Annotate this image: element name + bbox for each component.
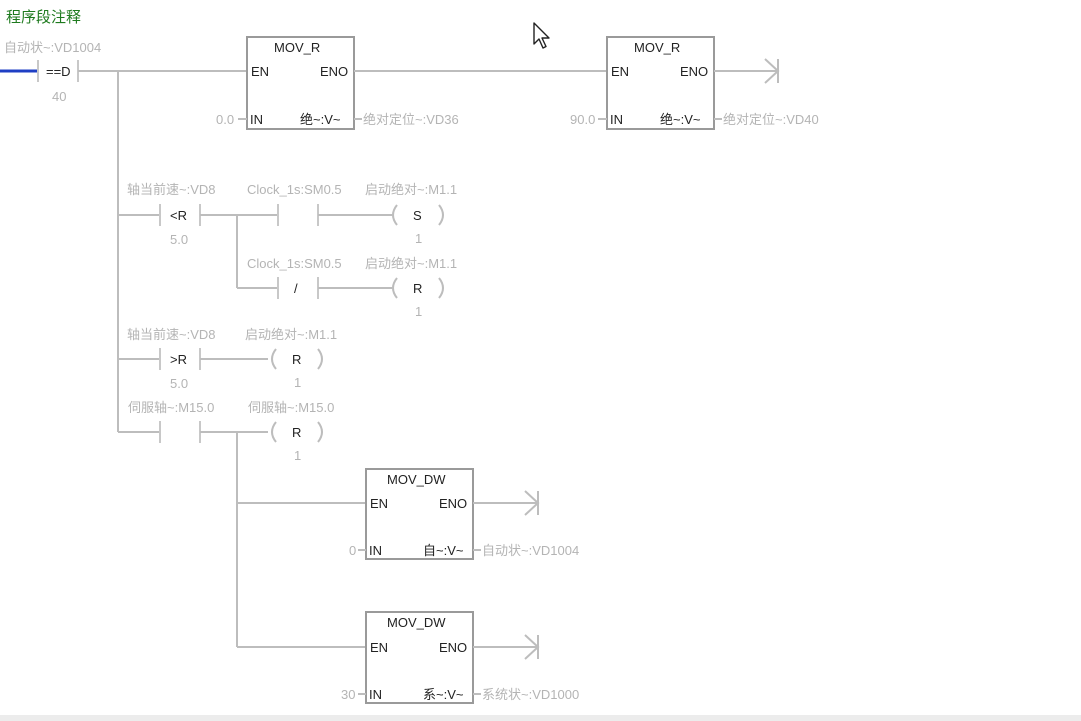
compare-value: 40 xyxy=(52,89,66,104)
out-operand: 自动状~:VD1004 xyxy=(482,543,579,558)
reset-coil[interactable]: R xyxy=(392,277,444,299)
coil-type: R xyxy=(292,352,301,367)
clock-no-contact[interactable] xyxy=(277,204,319,226)
coil-type: R xyxy=(292,425,301,440)
reset-coil[interactable]: R xyxy=(271,421,323,443)
eno-label: ENO xyxy=(680,64,708,79)
contact-operand: 伺服轴~:M15.0 xyxy=(248,400,334,415)
in-label: IN xyxy=(610,112,623,127)
compare-operand: 轴当前速~:VD8 xyxy=(127,182,216,197)
mov-r-box-1[interactable]: MOV_R EN ENO IN 绝~:V~ xyxy=(246,36,355,130)
out-label: 自~:V~ xyxy=(423,543,464,558)
output-arrow-icon xyxy=(524,634,540,660)
box-title: MOV_R xyxy=(274,40,320,55)
out-operand: 绝对定位~:VD36 xyxy=(363,112,459,127)
mouse-cursor-icon xyxy=(533,22,550,49)
clock-contact-operand: Clock_1s:SM0.5 xyxy=(247,256,342,271)
nc-symbol: / xyxy=(294,281,298,296)
reset-coil[interactable]: R xyxy=(271,348,323,370)
coil-operand: 启动绝对~:M1.1 xyxy=(245,327,337,342)
box-title: MOV_DW xyxy=(387,615,446,630)
compare-op: >R xyxy=(170,352,187,367)
coil-type: R xyxy=(413,281,422,296)
en-label: EN xyxy=(251,64,269,79)
compare-contact-gt[interactable]: >R xyxy=(159,348,201,370)
out-operand: 绝对定位~:VD40 xyxy=(723,112,819,127)
set-coil[interactable]: S xyxy=(392,204,444,226)
in-value: 30 xyxy=(341,687,355,702)
in-value: 0 xyxy=(349,543,356,558)
compare-contact-eqd[interactable]: ==D xyxy=(37,60,79,82)
in-value: 0.0 xyxy=(216,112,234,127)
compare-contact-lt[interactable]: <R xyxy=(159,204,201,226)
box-title: MOV_R xyxy=(634,40,680,55)
contact-operand: 自动状~:VD1004 xyxy=(4,40,101,55)
compare-value: 5.0 xyxy=(170,376,188,391)
en-label: EN xyxy=(611,64,629,79)
compare-operand: 轴当前速~:VD8 xyxy=(127,327,216,342)
clock-nc-contact[interactable]: / xyxy=(277,277,319,299)
coil-count: 1 xyxy=(415,231,422,246)
output-arrow-icon xyxy=(524,490,540,516)
eno-label: ENO xyxy=(320,64,348,79)
compare-value: 5.0 xyxy=(170,232,188,247)
coil-count: 1 xyxy=(294,375,301,390)
bottom-scroll-strip xyxy=(0,715,1081,721)
coil-operand: 启动绝对~:M1.1 xyxy=(365,182,457,197)
clock-contact-operand: Clock_1s:SM0.5 xyxy=(247,182,342,197)
mov-dw-box-2[interactable]: MOV_DW EN ENO IN 系~:V~ xyxy=(365,611,474,704)
out-label: 绝~:V~ xyxy=(300,112,341,127)
coil-count: 1 xyxy=(415,304,422,319)
output-arrow-icon xyxy=(764,58,780,84)
box-title: MOV_DW xyxy=(387,472,446,487)
compare-op: <R xyxy=(170,208,187,223)
compare-op: ==D xyxy=(46,64,71,79)
coil-count: 1 xyxy=(294,448,301,463)
eno-label: ENO xyxy=(439,496,467,511)
eno-label: ENO xyxy=(439,640,467,655)
en-label: EN xyxy=(370,496,388,511)
network-comment[interactable]: 程序段注释 xyxy=(6,9,82,26)
mov-dw-box-1[interactable]: MOV_DW EN ENO IN 自~:V~ xyxy=(365,468,474,560)
in-label: IN xyxy=(369,543,382,558)
servo-contact-a[interactable] xyxy=(159,421,201,443)
out-label: 绝~:V~ xyxy=(660,112,701,127)
out-label: 系~:V~ xyxy=(423,687,464,702)
in-label: IN xyxy=(250,112,263,127)
mov-r-box-2[interactable]: MOV_R EN ENO IN 绝~:V~ xyxy=(606,36,715,130)
en-label: EN xyxy=(370,640,388,655)
out-operand: 系统状~:VD1000 xyxy=(482,687,579,702)
in-label: IN xyxy=(369,687,382,702)
coil-type: S xyxy=(413,208,422,223)
in-value: 90.0 xyxy=(570,112,595,127)
contact-operand: 伺服轴~:M15.0 xyxy=(128,400,214,415)
coil-operand: 启动绝对~:M1.1 xyxy=(365,256,457,271)
